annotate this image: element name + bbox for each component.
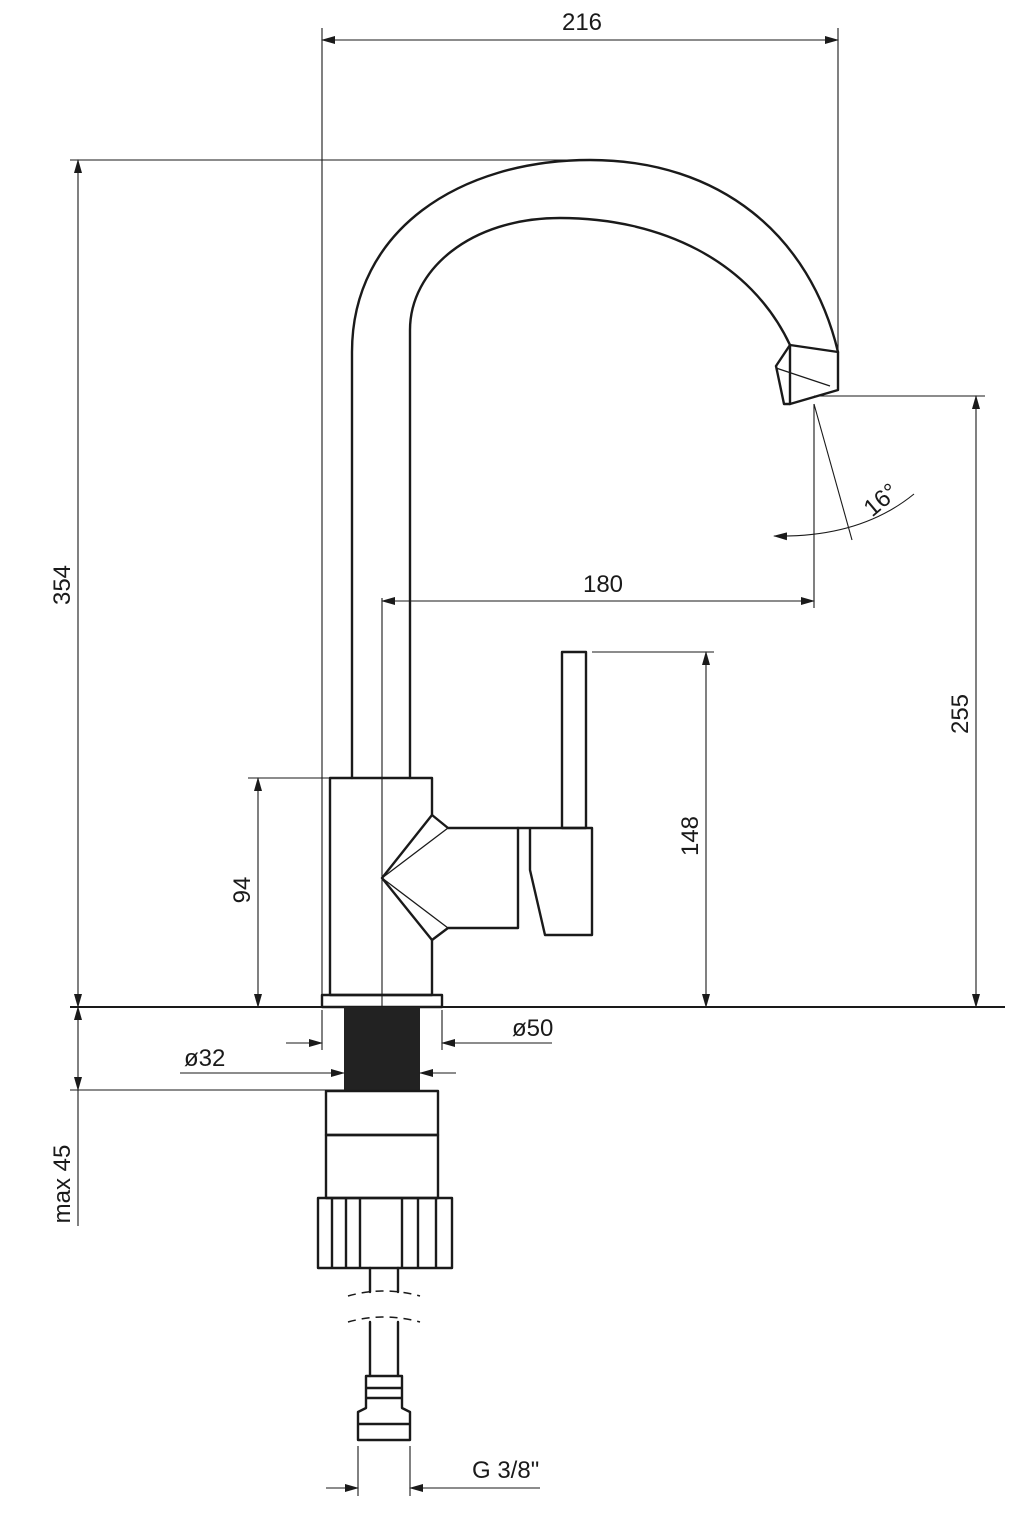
label-spout-height: 255: [947, 694, 974, 734]
dim-angle-leg: [813, 403, 853, 541]
hose-break-bottom: [347, 1316, 421, 1323]
hose-bottom: [368, 1320, 400, 1378]
nut-castle: [316, 1196, 454, 1270]
spout-outer-curve: [350, 158, 840, 780]
aerator-line: [775, 367, 831, 387]
hose-top: [368, 1266, 400, 1294]
body-bevel-top: [381, 827, 449, 879]
label-body-height: 94: [229, 877, 256, 904]
label-spout-angle: 16°: [859, 478, 904, 522]
label-hole-diameter: ø32: [184, 1045, 225, 1072]
aerator-tip: [774, 343, 792, 406]
faucet-body: [328, 776, 434, 997]
dimension-lines: [70, 28, 985, 1496]
lever-hub: [516, 826, 594, 937]
dim-angle-arc: [773, 493, 915, 541]
dimension-labels: 216 354 180 255 148 94 16° ø50 ø32 max 4…: [49, 9, 974, 1484]
body-bevel-bottom: [381, 877, 449, 929]
faucet-outline: [70, 158, 1005, 1442]
label-max-deck-thickness: max 45: [49, 1145, 76, 1224]
threaded-shank: [344, 1007, 420, 1091]
label-overall-width: 216: [562, 9, 602, 36]
lever-connector: [430, 813, 520, 942]
hose-break-top: [347, 1290, 421, 1297]
hose-fitting: [356, 1374, 412, 1442]
lever-handle: [560, 650, 588, 830]
label-connection-thread: G 3/8": [472, 1457, 539, 1484]
washer: [324, 1089, 440, 1137]
aerator: [788, 343, 840, 406]
label-overall-height: 354: [49, 565, 76, 605]
label-lever-height: 148: [677, 816, 704, 856]
label-base-diameter: ø50: [512, 1015, 553, 1042]
spout-inner-curve: [408, 216, 792, 780]
label-reach: 180: [583, 571, 623, 598]
fixing-nut: [324, 1133, 440, 1200]
